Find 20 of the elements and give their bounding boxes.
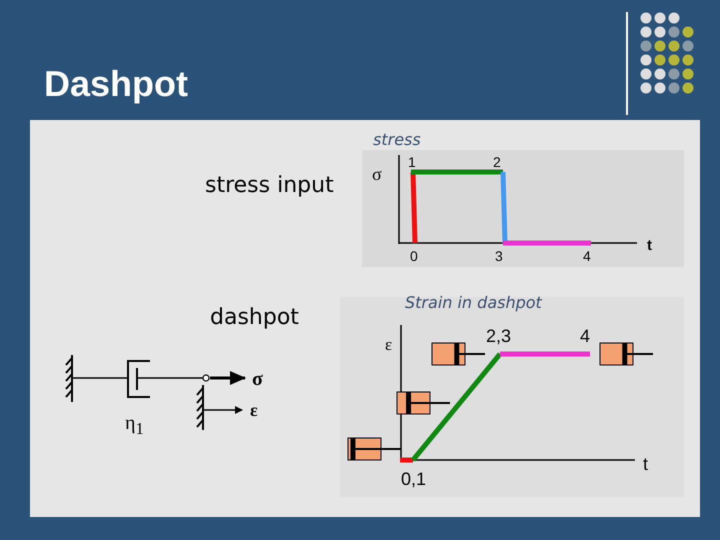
axis-label: t: [647, 238, 652, 253]
graph-title: Strain in dashpot: [405, 295, 542, 311]
point-label: 1: [408, 155, 416, 169]
axis-label: ε: [385, 336, 392, 353]
symbol-label: η$_{1}$: [125, 413, 144, 438]
symbol-label: ε: [250, 401, 258, 419]
tick-label: 4: [583, 249, 591, 263]
axis-label: t: [643, 455, 648, 473]
panel-label: dashpot: [210, 307, 299, 329]
slide-title: Dashpot: [44, 66, 188, 102]
point-label: 2,3: [486, 327, 512, 345]
axis-label: σ: [372, 165, 382, 183]
point-label: 2: [493, 155, 501, 169]
tick-label: 0,1: [401, 470, 426, 488]
symbol-label: σ: [252, 369, 263, 389]
graph-title: stress: [373, 132, 421, 148]
tick-label: 0: [410, 249, 418, 263]
tick-label: 3: [495, 249, 503, 263]
point-label: 4: [580, 327, 590, 345]
panel-label: stress input: [205, 175, 334, 197]
